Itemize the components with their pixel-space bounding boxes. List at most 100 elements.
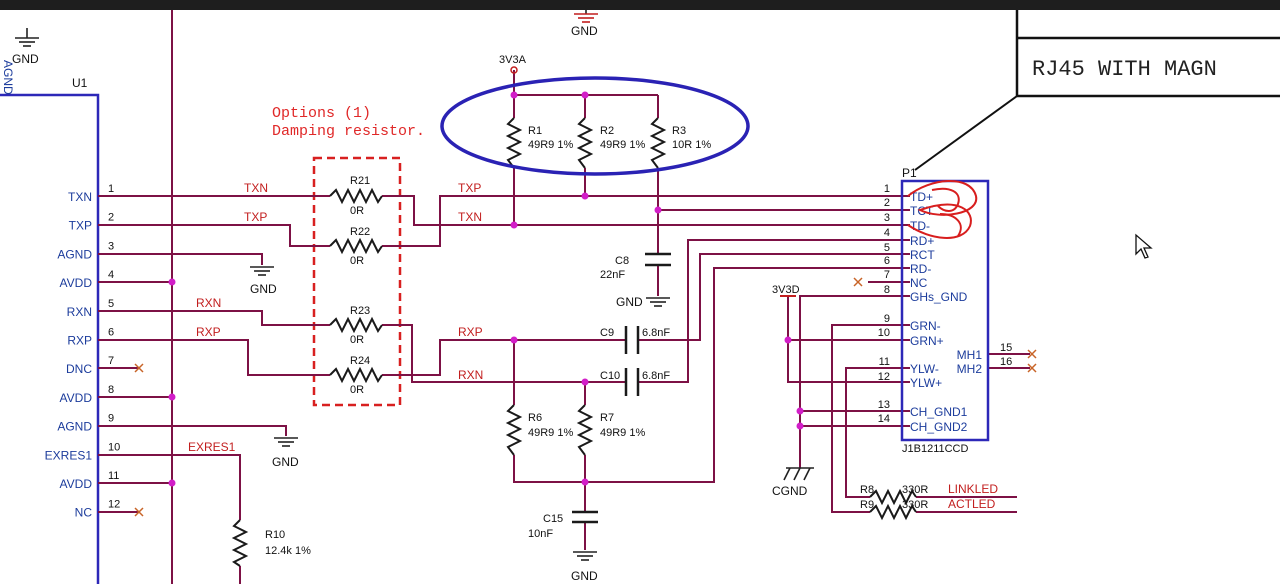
title-block: RJ45 WITH MAGN — [914, 10, 1280, 171]
net-label-actled: ACTLED — [948, 497, 996, 511]
r21-value: 0R — [350, 205, 364, 217]
c8-value: 22nF — [600, 269, 625, 281]
p1-mh-number: 16 — [1000, 356, 1012, 368]
top-gnd-center: GND — [571, 10, 598, 38]
r10-ref: R10 — [265, 529, 285, 541]
p1-mh-number: 15 — [1000, 342, 1012, 354]
p1-ref: P1 — [902, 166, 917, 180]
r1-ref: R1 — [528, 125, 542, 137]
p1-pin-name: YLW+ — [910, 376, 942, 390]
cgnd-label: CGND — [772, 484, 808, 498]
r3-value: 10R 1% — [672, 139, 711, 151]
u1-pin-number: 6 — [108, 327, 114, 339]
p1-pin-number: 1 — [884, 183, 890, 195]
highlight-oval — [440, 76, 750, 176]
p1-pin-name: RD+ — [910, 234, 934, 248]
annotation-line1: Options (1) — [272, 105, 371, 122]
u1-pin-list: TXN1TXP2AGND3AVDD4RXN5RXP6DNC7AVDD8AGND9… — [45, 183, 121, 520]
p1-pin-number: 4 — [884, 227, 890, 239]
net-label-rxp: RXP — [196, 325, 221, 339]
net-label-rxn-right: RXN — [458, 368, 483, 382]
net-label-rxn: RXN — [196, 296, 221, 310]
p1-pin-name: GRN+ — [910, 334, 944, 348]
p1-part: J1B1211CCD — [902, 443, 968, 455]
resistor-r10: R10 12.4k 1% — [231, 519, 311, 567]
p1-pin-name: YLW- — [910, 362, 939, 376]
resistor-r2: R2 49R9 1% — [576, 117, 645, 169]
p1-pin-number: 9 — [884, 313, 890, 325]
p1-pin-number: 12 — [878, 371, 890, 383]
gnd-label: GND — [250, 282, 277, 296]
window-top-bar — [0, 0, 1280, 10]
c15-ref: C15 — [543, 513, 563, 525]
u1-pin-name: RXP — [67, 334, 92, 348]
annotation-line2: Damping resistor. — [272, 123, 425, 140]
u1-pin-number: 12 — [108, 499, 120, 511]
r22-ref: R22 — [350, 226, 370, 238]
power-3v3a: 3V3A — [499, 54, 527, 74]
capacitor-c10: C10 6.8nF — [600, 368, 670, 396]
resistor-r22: R22 0R — [329, 226, 383, 267]
p1-pin-name: GHs_GND — [910, 290, 968, 304]
r23-value: 0R — [350, 334, 364, 346]
capacitor-c15: C15 10nF — [528, 510, 598, 540]
net-labels: TXN TXP RXN RXP EXRES1 TXP TXN RXP RXN L… — [188, 181, 998, 511]
u1-pin-number: 10 — [108, 441, 120, 453]
r6-value: 49R9 1% — [528, 427, 573, 439]
u1-side-label: AGND — [1, 60, 15, 95]
net-label-linkled: LINKLED — [948, 482, 998, 496]
u1-pin-number: 2 — [108, 212, 114, 224]
r9-ref: R9 — [860, 499, 874, 511]
junctions — [168, 91, 804, 487]
c10-ref: C10 — [600, 370, 620, 382]
r1-value: 49R9 1% — [528, 139, 573, 151]
p1-pin-number: 10 — [878, 327, 890, 339]
u1-pin-number: 5 — [108, 298, 114, 310]
r6-ref: R6 — [528, 412, 542, 424]
gnd-label: GND — [571, 569, 598, 583]
u1-pin-name: DNC — [66, 362, 92, 376]
r22-value: 0R — [350, 255, 364, 267]
damping-resistor-dashed-box — [312, 156, 402, 407]
resistor-r23: R23 0R — [329, 305, 383, 346]
resistor-r9: R9 330R — [860, 499, 928, 521]
r8-value: 330R — [902, 484, 928, 496]
u1-pin-name: RXN — [67, 305, 92, 319]
net-label-txn: TXN — [244, 181, 268, 195]
u1-pin-name: AGND — [57, 247, 92, 261]
net-label-txn-right: TXN — [458, 210, 482, 224]
u1-pin-number: 9 — [108, 413, 114, 425]
p1-pin-name: CH_GND2 — [910, 420, 968, 434]
p1-pin-number: 13 — [878, 399, 890, 411]
gnd-label: GND — [616, 295, 643, 309]
p1-pin-name: CH_GND1 — [910, 405, 968, 419]
resistor-r7: R7 49R9 1% — [576, 404, 645, 456]
u1-pin-number: 7 — [108, 355, 114, 367]
r8-ref: R8 — [860, 484, 874, 496]
u1-pin-number: 4 — [108, 269, 114, 281]
r7-ref: R7 — [600, 412, 614, 424]
c9-ref: C9 — [600, 327, 614, 339]
p1-pin-name: GRN- — [910, 319, 941, 333]
p1-pin-number: 7 — [884, 269, 890, 281]
resistor-r1: R1 49R9 1% — [505, 117, 573, 169]
capacitor-c8: C8 22nF — [600, 252, 671, 281]
p1-pin-number: 6 — [884, 255, 890, 267]
hand-drawn-scribble — [907, 180, 978, 239]
p1-mh-name: MH2 — [957, 362, 983, 376]
r7-value: 49R9 1% — [600, 427, 645, 439]
u1-pin-name: AVDD — [60, 391, 93, 405]
r3-ref: R3 — [672, 125, 686, 137]
p1-pin-number: 2 — [884, 197, 890, 209]
mouse-pointer-icon — [1135, 233, 1153, 259]
u1-pin-name: NC — [75, 506, 93, 520]
u1-pin-name: AVDD — [60, 477, 93, 491]
u1-pin-number: 8 — [108, 384, 114, 396]
power-3v3a-label: 3V3A — [499, 54, 527, 66]
gnd-label: GND — [12, 52, 39, 66]
power-3v3d: 3V3D — [772, 284, 800, 297]
r10-value: 12.4k 1% — [265, 545, 311, 557]
